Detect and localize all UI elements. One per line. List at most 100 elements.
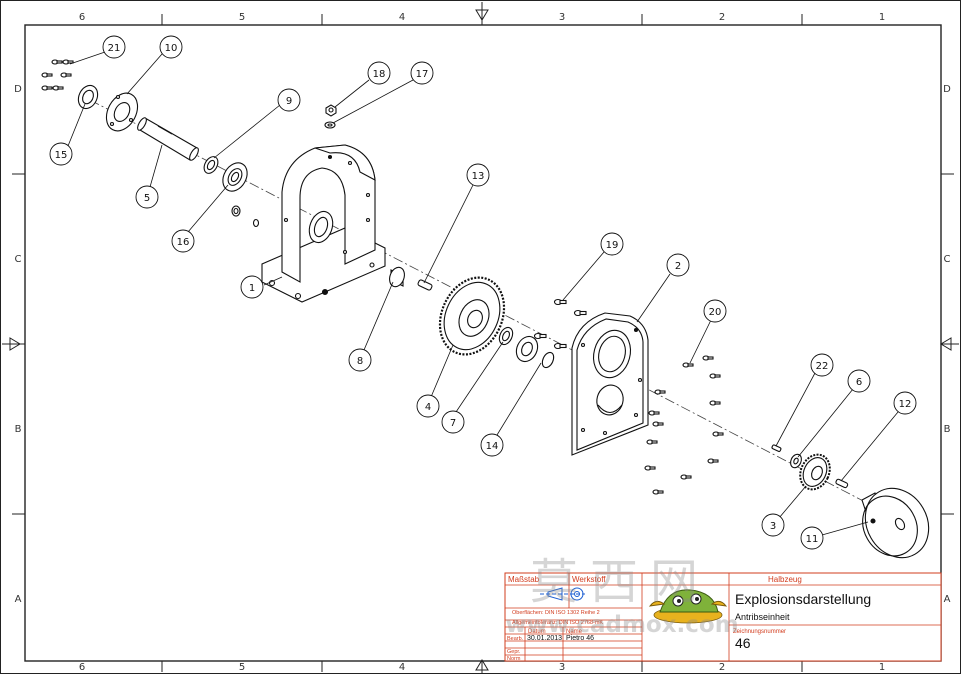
balloon: 8 [348, 348, 372, 372]
balloon: 4 [416, 394, 440, 418]
key-12 [835, 478, 849, 489]
small-plugs [231, 205, 260, 228]
zone-col-label: 4 [399, 12, 405, 23]
bush-8 [389, 266, 405, 288]
zone-row-label: C [15, 254, 22, 265]
gear-housing-1 [261, 144, 386, 303]
zone-row-label: C [944, 254, 951, 265]
watermark: 莫西网 www.cadmox.com [505, 554, 738, 638]
circlip-7 [498, 326, 514, 346]
pin-22 [771, 444, 782, 452]
cover-flange-10 [105, 92, 139, 132]
cover-plate-2 [571, 312, 649, 456]
balloon-number: 4 [425, 402, 431, 413]
balloon: 18 [367, 61, 391, 85]
balloon: 13 [466, 163, 490, 187]
tolerance-spec: Allgemeintoleranz: DIN ISO 2768-mK [512, 620, 603, 626]
zone-col-label: 3 [559, 12, 565, 23]
balloon-number: 14 [486, 441, 499, 452]
balloon-number: 16 [177, 237, 190, 248]
balloon-number: 18 [373, 69, 386, 80]
zone-col-label: 1 [879, 662, 885, 673]
drawing-number: 46 [735, 635, 751, 651]
drawing-number-label: Zeichnungsnummer [733, 629, 786, 635]
balloon: 19 [600, 232, 624, 256]
washer-17 [324, 121, 336, 129]
washer-6 [790, 453, 802, 469]
balloon-number: 10 [165, 43, 178, 54]
balloons: 21 10 15 5 9 16 18 17 1 13 8 4 7 19 2 14… [49, 35, 917, 550]
balloon: 16 [171, 229, 195, 253]
balloon-number: 17 [416, 69, 429, 80]
zone-ticks [12, 14, 954, 672]
name-header: Name [566, 629, 583, 635]
surface-spec: Oberflächen: DIN ISO 1302 Reihe 2 [512, 610, 600, 616]
balloon: 9 [277, 88, 301, 112]
balloon-number: 8 [357, 356, 363, 367]
balloon-number: 11 [806, 534, 819, 545]
screws-20 [644, 355, 724, 495]
balloon: 11 [800, 526, 824, 550]
zone-row-label: A [15, 594, 22, 605]
zone-col-label: 6 [79, 662, 85, 673]
balloon: 15 [49, 142, 73, 166]
balloon: 6 [847, 369, 871, 393]
projection-symbol-icon [540, 587, 585, 601]
leader-lines [67, 51, 899, 536]
balloon-number: 12 [899, 399, 912, 410]
zone-rows: D C B A D C B A [14, 84, 951, 605]
zone-col-label: 6 [79, 12, 85, 23]
balloon: 21 [102, 35, 126, 59]
row-label-checked: Gepr. [507, 649, 521, 655]
balloon-number: 13 [472, 171, 485, 182]
spur-gear-4 [438, 276, 506, 356]
balloon-number: 9 [286, 96, 292, 107]
balloon: 22 [810, 353, 834, 377]
zone-columns-bottom: 6 5 4 3 2 1 [79, 662, 885, 673]
screw-set-21 [41, 59, 74, 91]
drawing-subtitle: Antribseinheit [735, 612, 790, 622]
title-block: Maßstab Werkstoff Halbzeug Oberflächen: … [504, 572, 942, 662]
balloon-number: 1 [249, 283, 255, 294]
balloon-number: 20 [709, 307, 722, 318]
zone-row-label: B [15, 424, 22, 435]
balloon-number: 22 [816, 361, 829, 372]
zone-row-label: D [943, 84, 951, 95]
shaft-5 [137, 117, 199, 161]
balloon: 10 [159, 35, 183, 59]
seal-ring-15 [77, 84, 99, 110]
zone-col-label: 3 [559, 662, 565, 673]
zone-row-label: D [14, 84, 22, 95]
bearing-16 [222, 162, 248, 192]
balloon: 17 [410, 61, 434, 85]
balloon: 14 [480, 433, 504, 457]
balloon-number: 15 [55, 150, 68, 161]
pulley-11 [861, 487, 930, 559]
row-label-norm: Norm [507, 656, 521, 662]
balloon-number: 7 [450, 418, 456, 429]
balloon: 20 [703, 299, 727, 323]
balloon-number: 6 [856, 377, 862, 388]
zone-col-label: 5 [239, 12, 245, 23]
balloon: 2 [666, 253, 690, 277]
zone-col-label: 5 [239, 662, 245, 673]
bearing-14 [515, 335, 555, 369]
date-header: Datum [528, 629, 546, 635]
balloon: 7 [441, 410, 465, 434]
balloon: 3 [761, 513, 785, 537]
watermark-url: www.cadmox.com [505, 612, 738, 638]
watermark-chinese: 莫西网 [530, 554, 710, 610]
row-label-drawn: Bearb. [507, 636, 524, 642]
drawn-name: Pietro 46 [566, 635, 594, 642]
balloon-number: 2 [675, 261, 681, 272]
screws-19 [533, 298, 587, 350]
zone-row-label: A [944, 594, 951, 605]
balloon-number: 19 [606, 240, 619, 251]
balloon: 1 [240, 275, 264, 299]
nut-18 [325, 104, 337, 117]
material-label: Werkstoff [572, 575, 606, 584]
balloon-number: 5 [144, 193, 150, 204]
semi-finished-label: Halbzeug [768, 575, 802, 584]
